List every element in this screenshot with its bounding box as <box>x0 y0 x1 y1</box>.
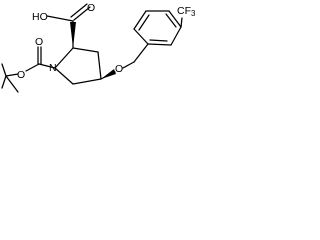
bond-tbu-methyl-3 <box>5 75 19 93</box>
carbonyl-oxygen-label: O <box>35 36 43 48</box>
trifluoromethyl-main: CF <box>177 5 191 17</box>
bond-ring-n-c2 <box>54 47 74 69</box>
acid-oxygen-label: O <box>87 2 95 14</box>
chemical-structure: HO O N O O O CF3 <box>1 2 196 93</box>
bond-tbu-methyl-1 <box>1 63 7 77</box>
atom-labels: HO O N O O O CF3 <box>17 2 196 81</box>
ester-oxygen-label: O <box>17 69 25 81</box>
stereo-marks <box>70 22 116 79</box>
ring-nitrogen-label: N <box>49 62 57 74</box>
bond-aryl-2 <box>147 43 172 46</box>
bonds <box>1 3 183 93</box>
bond-ring-c5-n <box>54 67 74 85</box>
bond-n-carbamate-c <box>38 63 56 69</box>
bond-carboxyl-o-double-b <box>70 3 88 18</box>
bond-aryl-inner-3 <box>138 14 150 31</box>
trifluoromethyl-label: CF3 <box>177 5 196 18</box>
bond-aryl-4 <box>168 10 182 28</box>
bond-aryl-1 <box>133 43 149 63</box>
bond-aryl-inner-2 <box>165 13 177 28</box>
bond-aryl-3 <box>170 26 182 46</box>
bond-ester-o-tbu <box>5 73 19 77</box>
bond-aryl-6 <box>133 10 147 30</box>
trifluoromethyl-subscript: 3 <box>191 9 196 18</box>
wedge-c2 <box>70 22 76 48</box>
bond-ring-c4-c5 <box>72 78 102 85</box>
bond-aryl-7 <box>133 28 149 45</box>
wedge-c4 <box>101 69 116 79</box>
bond-tbu-methyl-2 <box>1 75 7 89</box>
ether-oxygen-label: O <box>115 63 123 75</box>
bond-ether-o-aryl <box>122 61 135 69</box>
bond-aryl-inner-1 <box>149 39 168 42</box>
bond-carbamate-c-o-ester <box>25 63 40 72</box>
bond-ring-c3-c4 <box>97 51 102 80</box>
bond-ring-c2-c3 <box>72 47 99 53</box>
hydroxyl-label: HO <box>32 11 48 23</box>
bond-carboxyl-o-double-a <box>73 6 91 21</box>
bond-aryl-cf3 <box>180 17 183 28</box>
bond-carboxyl-oh <box>46 15 74 22</box>
